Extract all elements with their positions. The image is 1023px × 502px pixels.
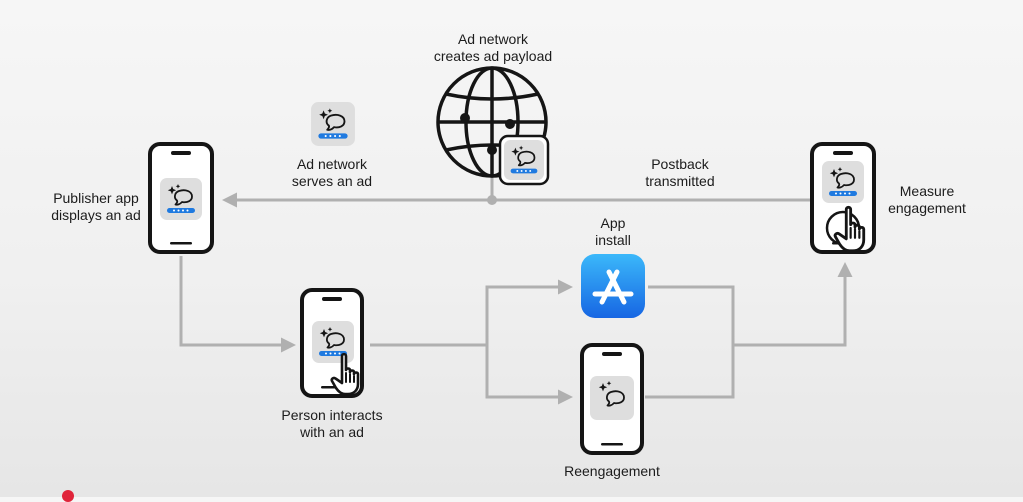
label-line: Postback <box>651 156 709 172</box>
publisher-phone <box>148 142 214 254</box>
label-line: Publisher app <box>53 190 139 206</box>
measure-ad-card-icon <box>821 160 865 204</box>
label-line: creates ad payload <box>433 48 553 64</box>
label-person-interacts: Person interacts with an ad <box>270 407 394 441</box>
arrow-split-to-install <box>485 279 573 345</box>
label-line: App <box>600 215 626 231</box>
app-store-icon <box>581 254 645 318</box>
globe-junction-dot <box>487 195 497 205</box>
label-reengagement: Reengagement <box>556 463 668 480</box>
person-interacts-phone <box>300 288 364 398</box>
arrow-install-to-merge <box>648 285 735 345</box>
reengagement-phone <box>580 343 644 455</box>
sparkle-bubble-icon <box>606 390 625 407</box>
label-postback: Postback transmitted <box>630 156 730 190</box>
label-line: Ad network <box>457 31 529 47</box>
label-line: serves an ad <box>291 173 373 189</box>
arrow-reengagement-to-merge <box>645 345 735 399</box>
label-publisher-app: Publisher app displays an ad <box>44 190 148 224</box>
label-app-install: App install <box>583 215 643 249</box>
label-line: install <box>595 232 631 248</box>
ad-card-icon <box>503 139 545 181</box>
measure-phone <box>810 142 876 254</box>
label-line: Ad network <box>296 156 368 172</box>
label-line: displays an ad <box>51 207 141 223</box>
ad-payload-card <box>498 134 550 186</box>
label-line: Person interacts <box>281 407 383 423</box>
label-line: transmitted <box>645 173 715 189</box>
flow-arrows <box>179 175 853 405</box>
label-line: Measure <box>899 183 955 199</box>
arrow-publisher-to-person <box>179 256 296 353</box>
label-measure: Measure engagement <box>880 183 974 217</box>
globe-nodes <box>460 113 515 155</box>
publisher-ad-card-icon <box>159 177 203 221</box>
arrow-split-to-reengagement <box>485 345 573 405</box>
label-ad-network-creates: Ad network creates ad payload <box>430 31 556 65</box>
label-line: engagement <box>888 200 966 216</box>
corner-indicator <box>62 490 74 502</box>
label-line: with an ad <box>300 424 364 440</box>
label-line: Reengagement <box>564 463 660 479</box>
label-ad-network-serves: Ad network serves an ad <box>280 156 384 190</box>
arrow-merge-to-measure <box>733 262 853 347</box>
served-ad-card-icon <box>310 101 356 147</box>
interact-ad-card-icon <box>311 320 355 364</box>
